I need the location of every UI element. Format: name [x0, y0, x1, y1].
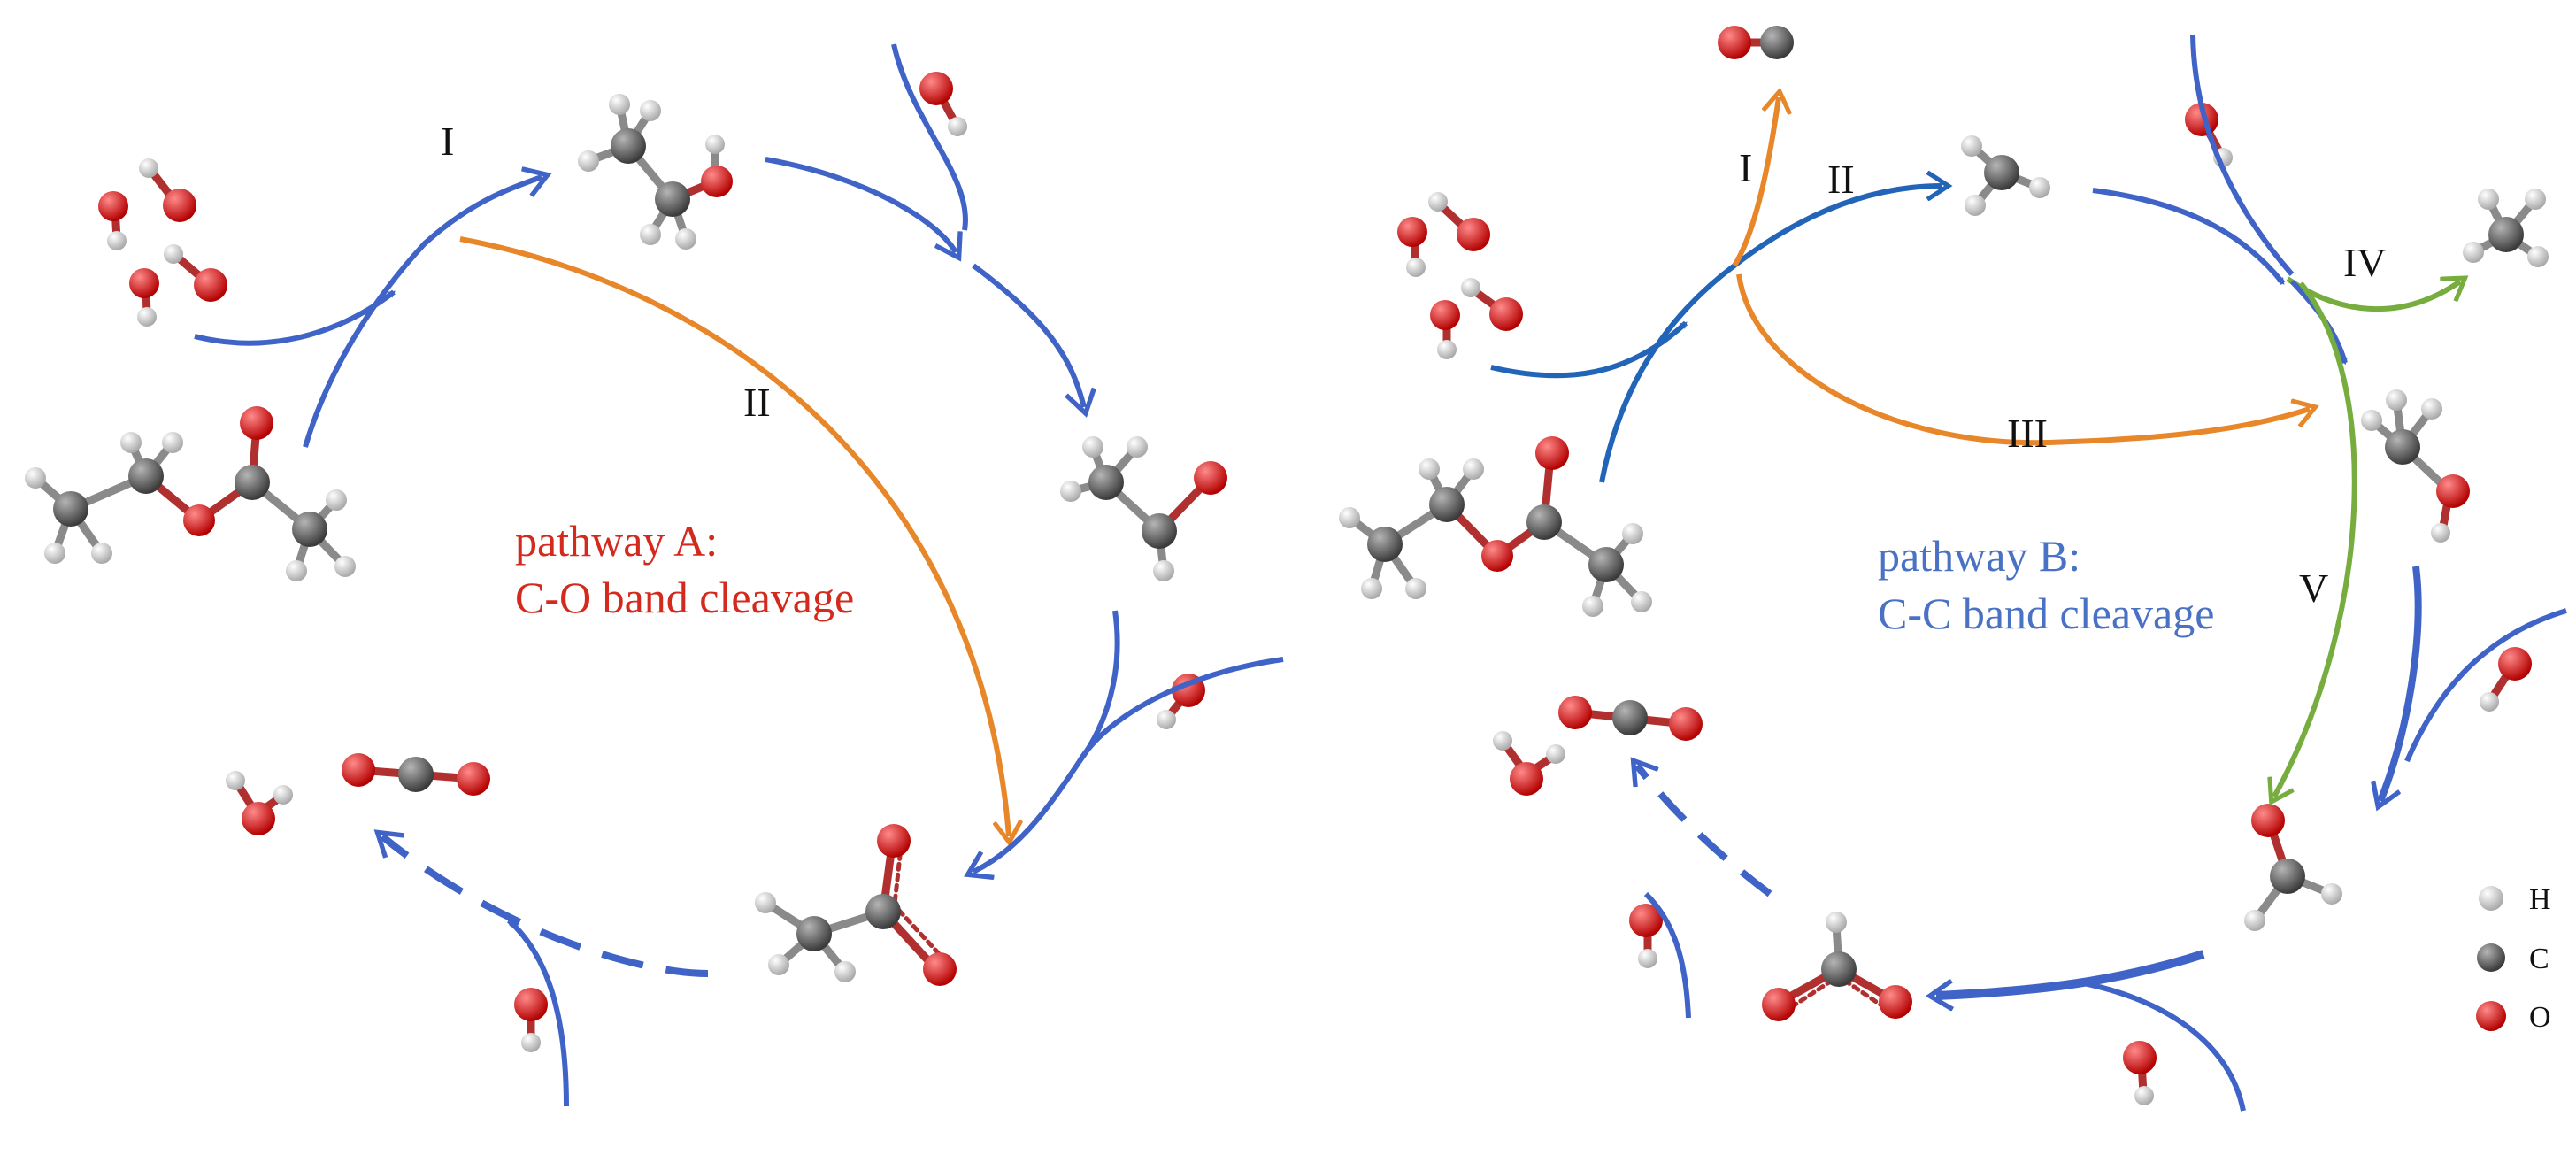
- water-molecule: [919, 72, 967, 136]
- reaction-arrow: [1936, 950, 2205, 996]
- water-molecule: [1493, 731, 1565, 796]
- reaction-arrow: [2190, 35, 2295, 276]
- water-molecule: [1629, 904, 1663, 968]
- water-molecule: [1430, 278, 1523, 359]
- pathway-a: I II pathway A: C-O band cleavage: [25, 43, 1284, 1107]
- reaction-arrow-v: [2274, 281, 2357, 797]
- water-molecule: [226, 771, 293, 835]
- pathway-b-title: pathway B:: [1878, 531, 2080, 581]
- methyl-molecule: [1961, 135, 2050, 216]
- water-molecule: [129, 244, 227, 327]
- reaction-arrow: [972, 263, 1084, 407]
- ethyl-acetate-molecule: [25, 406, 356, 581]
- formate-molecule: [1762, 912, 1912, 1021]
- reaction-arrow: [973, 657, 1284, 872]
- water-molecule: [2123, 1041, 2157, 1105]
- step-label-ii: II: [1827, 157, 1855, 202]
- acetaldehyde-molecule: [1060, 436, 1227, 581]
- legend-label-h: H: [2529, 883, 2551, 916]
- reaction-arrow: [1643, 891, 1691, 1019]
- legend-label-o: O: [2529, 1001, 2551, 1034]
- carbon-monoxide-molecule: [1718, 26, 1794, 59]
- reaction-arrow: [507, 918, 569, 1107]
- ethanol-molecule: [578, 94, 733, 250]
- ethyl-acetate-molecule: [1339, 436, 1652, 617]
- reaction-arrow-i: [1732, 97, 1779, 267]
- reaction-arrow: [2092, 188, 2286, 285]
- methane-molecule: [2463, 189, 2549, 267]
- water-molecule: [514, 988, 548, 1052]
- reaction-arrow: [765, 157, 956, 252]
- legend-item-oxygen: O: [2476, 1001, 2551, 1034]
- step-label-i: I: [441, 119, 454, 164]
- atom-legend: H C O: [2476, 883, 2551, 1034]
- water-molecule: [2480, 647, 2532, 712]
- step-label-i: I: [1739, 145, 1752, 190]
- legend-item-hydrogen: H: [2479, 883, 2551, 916]
- pathway-a-title: pathway A:: [515, 516, 718, 566]
- reaction-arrow: [1490, 320, 1688, 379]
- pathway-b-subtitle: C-C band cleavage: [1878, 589, 2214, 638]
- reaction-arrow-iii: [1736, 273, 2310, 446]
- formaldehyde-molecule: [2244, 804, 2342, 931]
- carbon-dioxide-molecule: [1558, 696, 1703, 741]
- reaction-arrow: [2380, 566, 2422, 801]
- step-label-v: V: [2299, 566, 2328, 611]
- legend-label-c: C: [2529, 943, 2549, 975]
- reaction-arrow: [2404, 608, 2567, 763]
- acetate-molecule: [755, 824, 957, 986]
- step-label-iii: III: [2007, 411, 2048, 456]
- pathway-a-subtitle: C-O band cleavage: [515, 573, 854, 622]
- reaction-arrow: [1599, 186, 1942, 483]
- carbon-dioxide-molecule: [342, 753, 490, 796]
- reaction-arrow: [891, 43, 968, 231]
- water-molecule: [98, 158, 196, 250]
- water-molecule: [1397, 192, 1490, 277]
- reaction-arrow: [2079, 980, 2246, 1112]
- legend-item-carbon: C: [2477, 943, 2549, 975]
- hydrogen-atom-icon: [2479, 886, 2503, 911]
- methanol-molecule: [2361, 389, 2470, 543]
- carbon-atom-icon: [2477, 943, 2505, 972]
- reaction-arrow-dashed: [1637, 766, 1772, 897]
- step-label-iv: IV: [2343, 240, 2387, 285]
- reaction-arrow-dashed: [382, 836, 709, 977]
- pathway-b: I II III IV V pathway B: C-C band cleava…: [1339, 26, 2567, 1112]
- reaction-arrow-ii-c-o-cleavage: [459, 236, 1009, 836]
- oxygen-atom-icon: [2476, 1001, 2506, 1031]
- reaction-arrow: [303, 177, 542, 448]
- step-label-ii: II: [743, 380, 771, 425]
